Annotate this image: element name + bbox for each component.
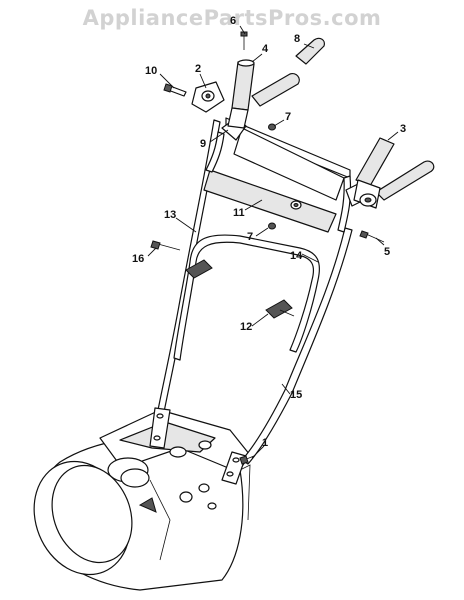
auger-housing [33, 409, 251, 591]
leader-lines [147, 25, 399, 459]
callout-8: 8 [294, 33, 300, 45]
lower-u-handle [173, 234, 321, 361]
screw-6 [240, 31, 248, 50]
nut-7-lower [268, 222, 276, 230]
upper-handle-frame [203, 117, 369, 233]
watermark-text: AppliancePartsPros.com [82, 6, 382, 30]
callout-6: 6 [230, 15, 236, 27]
callout-5: 5 [384, 246, 390, 258]
knob-12-left [185, 259, 213, 279]
bolt-16 [150, 240, 181, 251]
callout-labels: 6 8 4 10 2 7 3 9 11 13 7 5 14 16 12 15 1 [132, 15, 406, 449]
callout-13: 13 [164, 209, 176, 221]
bolt-5 [359, 230, 385, 243]
callout-10: 10 [145, 65, 157, 77]
callout-7-lower: 7 [247, 231, 253, 243]
bolt-1 [239, 455, 255, 465]
callout-16: 16 [132, 253, 144, 265]
callout-15: 15 [290, 389, 302, 401]
left-handle-tube [227, 59, 255, 129]
right-handle-tube [353, 137, 435, 209]
callout-1: 1 [262, 437, 268, 449]
callout-12: 12 [240, 321, 252, 333]
callout-4: 4 [262, 43, 269, 55]
callout-14: 14 [290, 250, 303, 262]
callout-3: 3 [400, 123, 406, 135]
left-grip-8 [251, 37, 325, 107]
callout-9: 9 [200, 138, 206, 150]
bracket-2 [191, 81, 225, 113]
bolt-10 [163, 83, 187, 97]
knob-12 [265, 299, 295, 319]
lower-handle-right [221, 227, 353, 485]
nut-7-upper [268, 123, 276, 131]
callout-2: 2 [195, 63, 201, 75]
callout-7-upper: 7 [285, 111, 291, 123]
callout-11: 11 [233, 207, 245, 219]
